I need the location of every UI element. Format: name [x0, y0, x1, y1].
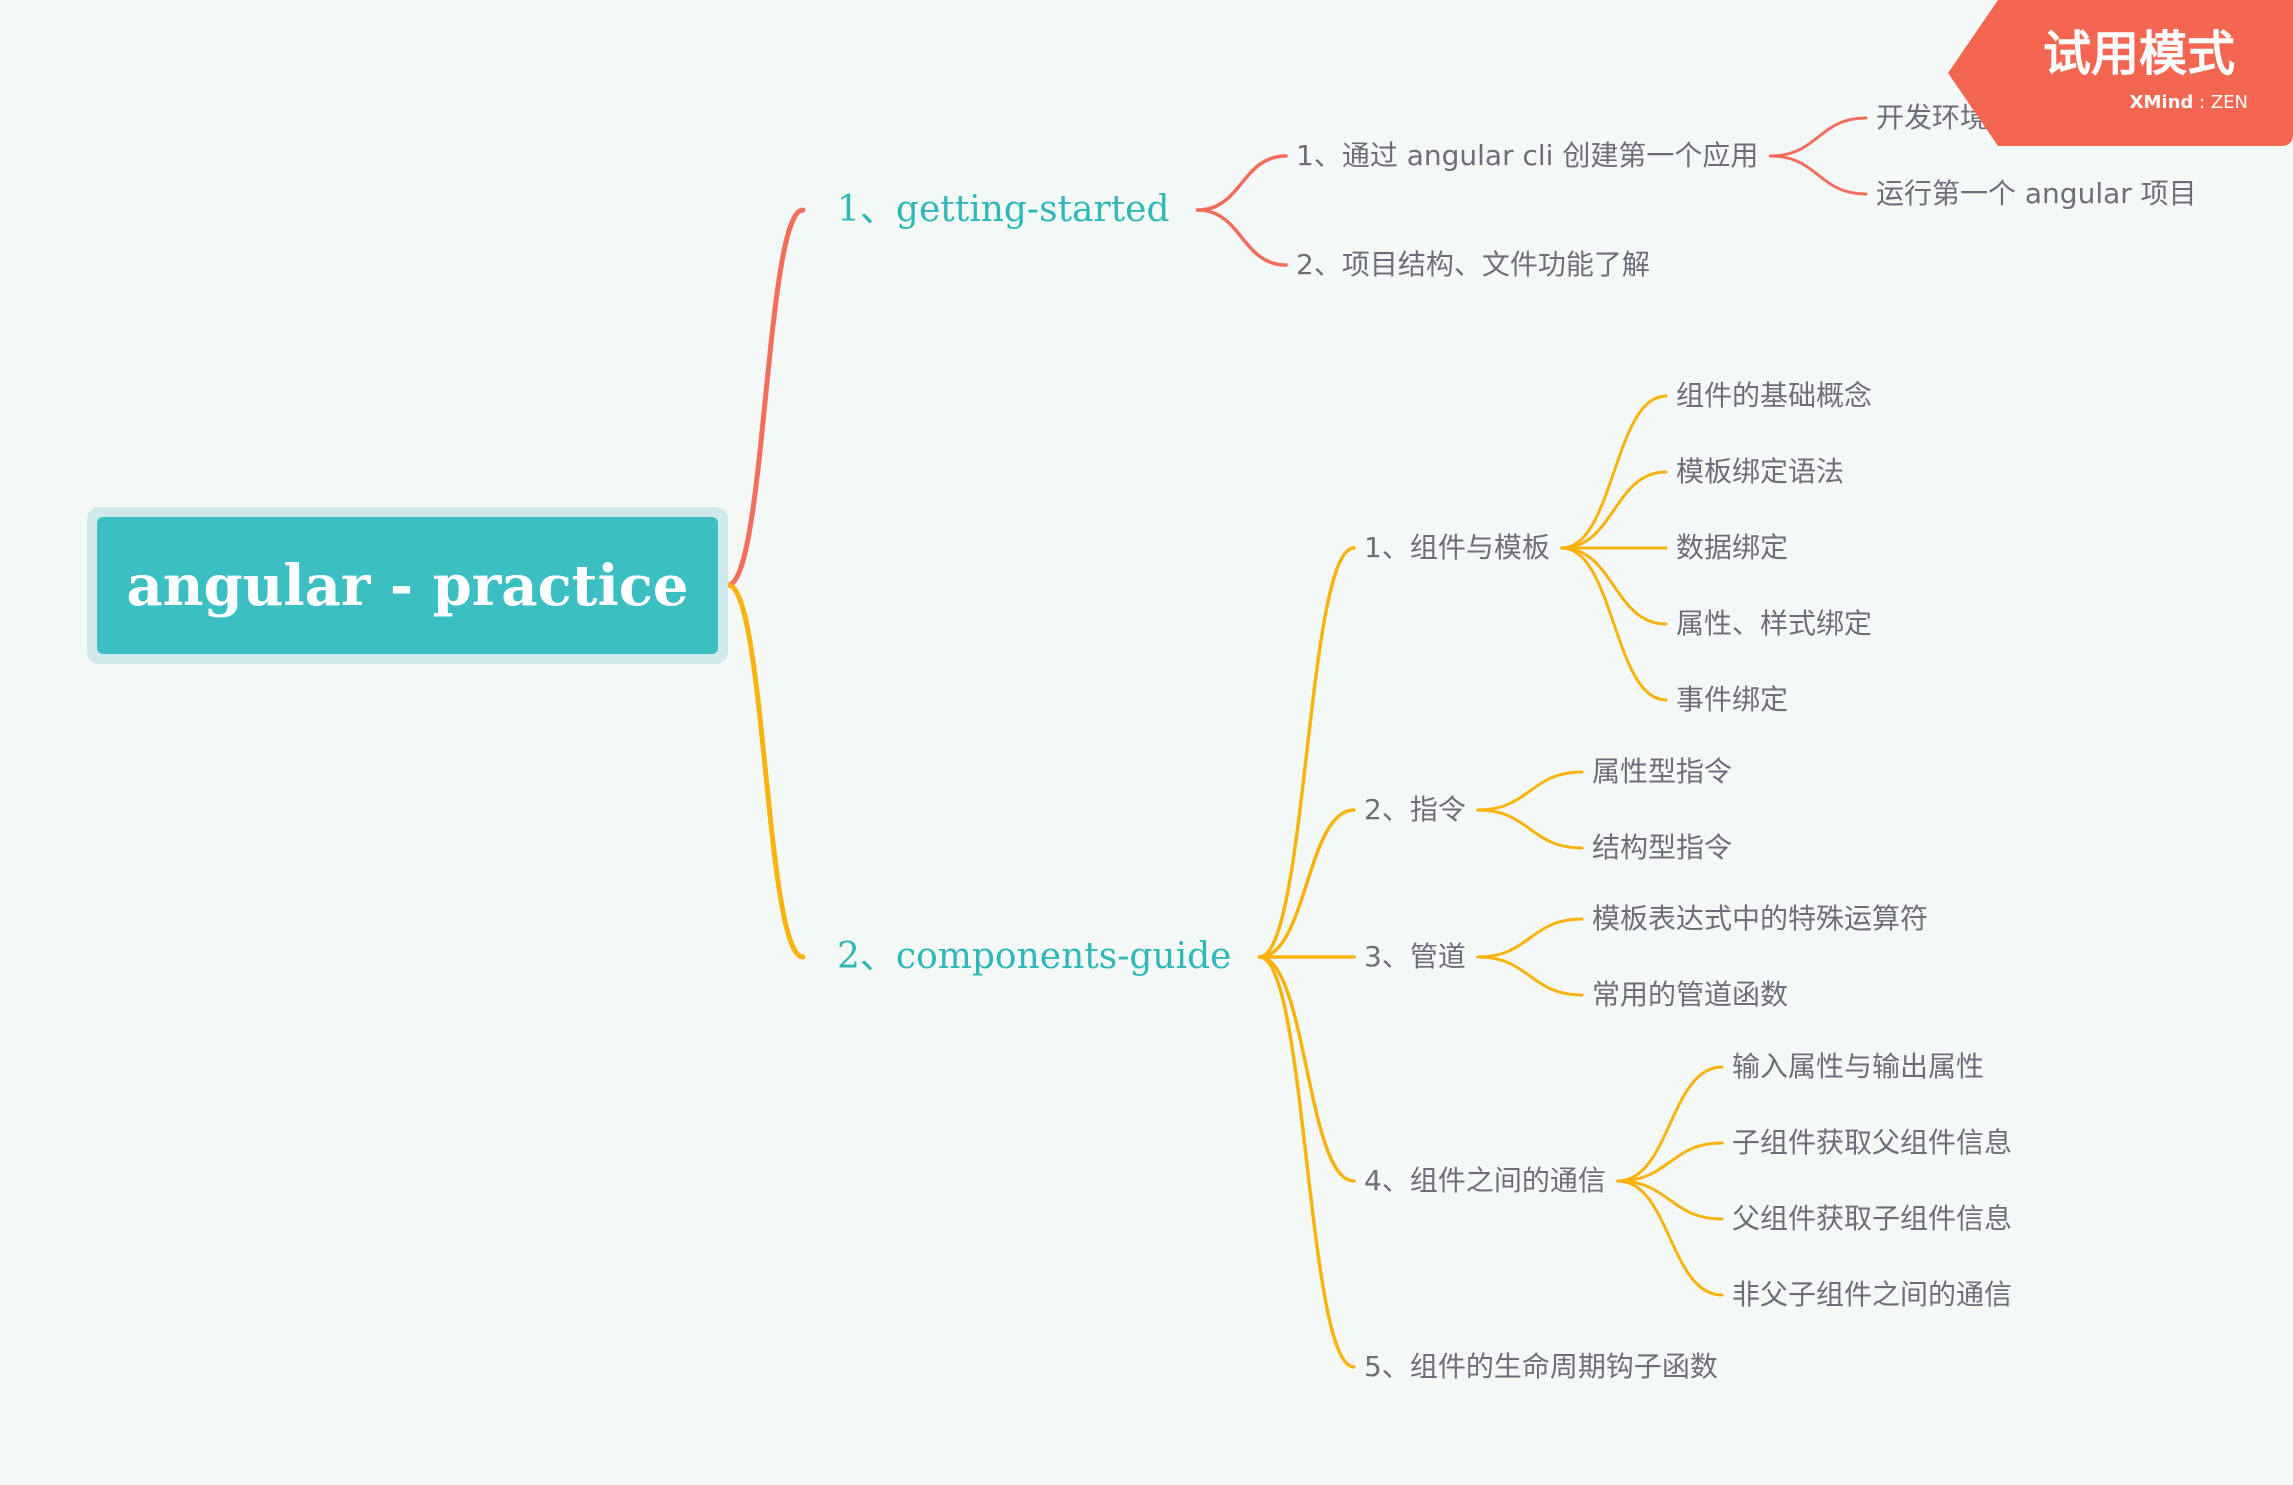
leaf-attribute-style-binding[interactable]: 属性、样式绑定 [1676, 607, 1873, 640]
trial-mode-badge[interactable]: 试用模式 XMind : ZEN [1948, 0, 2293, 146]
root-node[interactable]: angular - practice [97, 517, 718, 654]
leaf-template-expression-operators[interactable]: 模板表达式中的特殊运算符 [1592, 902, 1929, 935]
connector-subtopic-2-to-leaf-0 [1476, 917, 1584, 959]
leaf-attribute-directives[interactable]: 属性型指令 [1592, 755, 1733, 788]
trial-badge-shape [1948, 0, 2293, 146]
xmind-brand-text: XMind [2129, 92, 2194, 113]
connector-root-to-topic-0 [725, 207, 806, 588]
connector-topic-0-to-subtopic-0 [1195, 154, 1288, 212]
connector-subtopic-1-to-leaf-0 [1476, 770, 1584, 812]
subtopic-components-templates[interactable]: 1、组件与模板 [1364, 531, 1550, 564]
subtopic-pipes[interactable]: 3、管道 [1364, 940, 1466, 973]
connector-subtopic-2-to-leaf-1 [1476, 955, 1584, 997]
leaf-event-binding[interactable]: 事件绑定 [1676, 683, 1789, 716]
connector-topic-1-to-subtopic-3 [1257, 955, 1356, 1183]
leaf-common-pipes[interactable]: 常用的管道函数 [1592, 978, 1789, 1011]
zen-brand-text: ZEN [2210, 92, 2248, 113]
subtopic-create-first-app[interactable]: 1、通过 angular cli 创建第一个应用 [1296, 139, 1759, 172]
connector-topic-0-to-subtopic-1 [1195, 208, 1288, 267]
connector-subtopic-0-to-leaf-1 [1560, 470, 1668, 550]
leaf-data-binding[interactable]: 数据绑定 [1676, 531, 1789, 564]
connector-subtopic-3-to-leaf-3 [1616, 1179, 1724, 1297]
topic-getting-started[interactable]: 1、getting-started [837, 189, 1170, 230]
connector-subtopic-1-to-leaf-1 [1476, 808, 1584, 850]
trial-mode-title: 试用模式 [2043, 26, 2236, 82]
connector-subtopic-3-to-leaf-2 [1616, 1179, 1724, 1221]
connector-subtopic-0-to-leaf-0 [1768, 116, 1868, 158]
connector-subtopic-0-to-leaf-0 [1560, 394, 1668, 550]
leaf-run-first-project[interactable]: 运行第一个 angular 项目 [1876, 177, 2197, 210]
leaf-parent-gets-child-info[interactable]: 父组件获取子组件信息 [1732, 1202, 2013, 1235]
connector-subtopic-3-to-leaf-0 [1616, 1065, 1724, 1183]
leaf-non-parent-child-communication[interactable]: 非父子组件之间的通信 [1732, 1278, 2013, 1311]
subtopic-project-structure[interactable]: 2、项目结构、文件功能了解 [1296, 248, 1650, 281]
connector-subtopic-0-to-leaf-3 [1560, 546, 1668, 626]
leaf-child-gets-parent-info[interactable]: 子组件获取父组件信息 [1732, 1126, 2013, 1159]
xmind-zen-logo: XMind : ZEN [2129, 92, 2248, 113]
leaf-component-basics[interactable]: 组件的基础概念 [1676, 379, 1873, 412]
connector-topic-1-to-subtopic-0 [1257, 546, 1356, 959]
leaf-input-output-properties[interactable]: 输入属性与输出属性 [1732, 1050, 1985, 1083]
connector-root-to-topic-1 [725, 582, 806, 960]
subtopic-directives[interactable]: 2、指令 [1364, 793, 1466, 826]
connector-subtopic-0-to-leaf-4 [1560, 546, 1668, 702]
connector-topic-1-to-subtopic-1 [1257, 808, 1356, 959]
topic-components-guide[interactable]: 2、components-guide [837, 936, 1232, 977]
leaf-structural-directives[interactable]: 结构型指令 [1592, 831, 1733, 864]
root-node-label: angular - practice [126, 552, 689, 619]
leaf-template-binding-syntax[interactable]: 模板绑定语法 [1676, 455, 1845, 488]
connector-subtopic-0-to-leaf-1 [1768, 154, 1868, 196]
connector-subtopic-3-to-leaf-1 [1616, 1141, 1724, 1183]
subtopic-component-communication[interactable]: 4、组件之间的通信 [1364, 1164, 1606, 1197]
subtopic-lifecycle-hooks[interactable]: 5、组件的生命周期钩子函数 [1364, 1350, 1718, 1383]
connector-topic-1-to-subtopic-4 [1257, 955, 1356, 1369]
